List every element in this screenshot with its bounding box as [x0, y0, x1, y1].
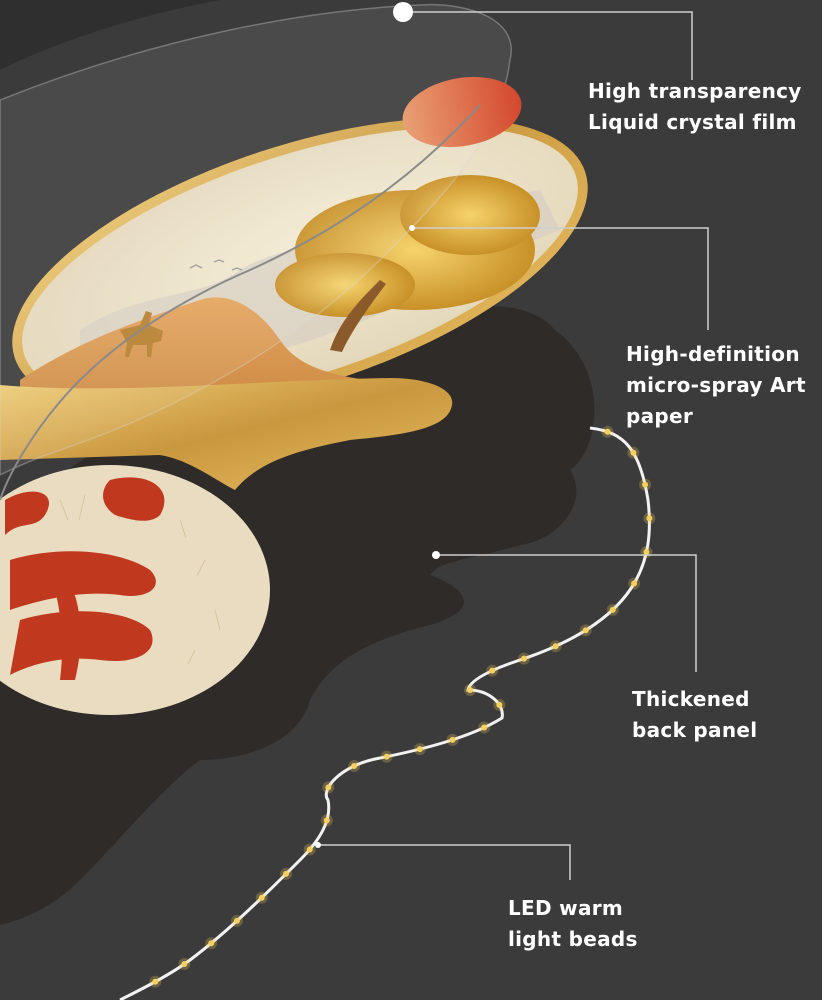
led-bead [181, 961, 188, 968]
sun-disc [402, 76, 522, 148]
leader-dot-led [315, 842, 321, 848]
leader-paper [412, 227, 709, 330]
callout-paper-line-1: High-definition [626, 342, 800, 366]
led-bead [306, 846, 313, 853]
led-bead [552, 643, 559, 650]
leader-dots [315, 2, 440, 848]
led-bead [631, 580, 638, 587]
led-bead [467, 687, 474, 694]
led-bead [416, 746, 423, 753]
leader-lines [318, 11, 709, 880]
led-bead [208, 940, 215, 947]
led-bead [643, 549, 650, 556]
led-bead [604, 428, 611, 435]
led-bead [449, 736, 456, 743]
led-bead [582, 627, 589, 634]
gold-base [0, 378, 453, 490]
callout-panel-line-2: back panel [632, 718, 758, 742]
led-beads [149, 425, 656, 988]
callout-film: High transparency Liquid crystal film [588, 76, 802, 138]
fu-character-art [5, 477, 165, 680]
callout-film-line-2: Liquid crystal film [588, 110, 797, 134]
led-bead [152, 978, 159, 985]
led-bead [646, 515, 653, 522]
led-bead [489, 667, 496, 674]
callout-panel-line-1: Thickened [632, 687, 750, 711]
led-bead [642, 481, 649, 488]
callout-led-line-2: light beads [508, 927, 638, 951]
led-bead [258, 894, 265, 901]
callout-panel: Thickened back panel [632, 684, 757, 746]
leader-panel [436, 554, 697, 672]
led-bead [233, 917, 240, 924]
led-bead [283, 870, 290, 877]
leader-dot-paper [409, 225, 415, 231]
led-bead [496, 701, 503, 708]
leader-dot-panel [432, 551, 440, 559]
back-panel-shape [0, 306, 595, 925]
led-bead [325, 784, 332, 791]
callout-paper-line-3: paper [626, 404, 694, 428]
callout-paper-line-2: micro-spray Art [626, 373, 806, 397]
led-bead [323, 817, 330, 824]
leader-film [403, 11, 693, 80]
leader-dot-film [393, 2, 413, 22]
callout-led-line-1: LED warm [508, 896, 624, 920]
leader-led [318, 844, 571, 880]
film-wire [0, 104, 481, 501]
led-bead [609, 606, 616, 613]
led-bead [383, 753, 390, 760]
led-strip [119, 426, 651, 1000]
led-bead [481, 724, 488, 731]
led-bead [351, 763, 358, 770]
led-bead [630, 449, 637, 456]
back-panel-shadow [0, 0, 220, 70]
crystal-film [0, 3, 513, 476]
callout-led: LED warm light beads [508, 893, 638, 955]
callout-paper: High-definition micro-spray Art paper [626, 339, 806, 432]
led-bead [521, 655, 528, 662]
callout-film-line-1: High transparency [588, 79, 802, 103]
